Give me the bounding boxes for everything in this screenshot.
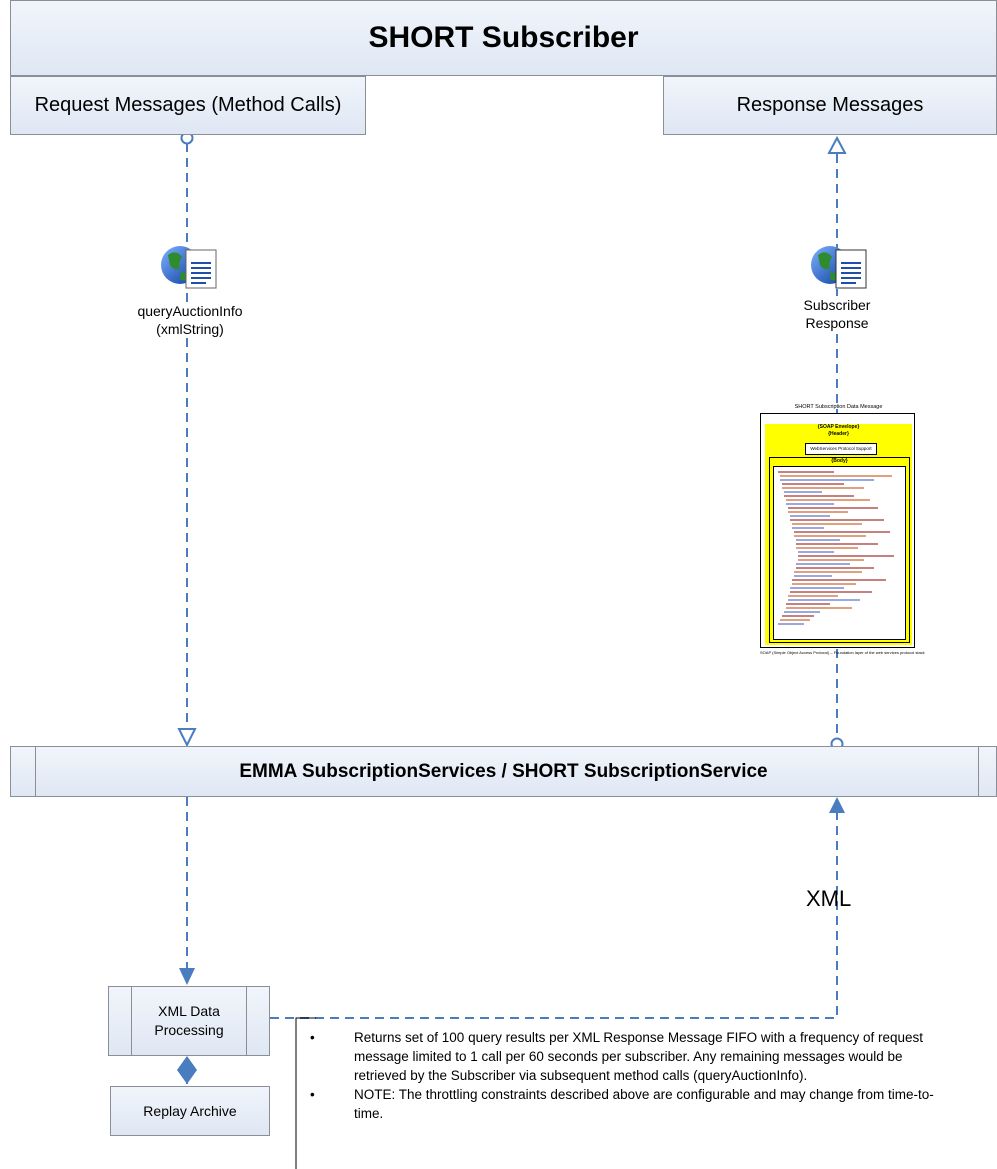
subscription-service-box: EMMA SubscriptionServices / SHORT Subscr… (10, 746, 997, 797)
service-left-bar (35, 747, 36, 796)
soap-caption: SHORT Subscription Data Message (794, 404, 883, 410)
globe-document-icon (161, 246, 217, 289)
soap-body: {Body} (769, 457, 910, 643)
soap-frame: {SOAP Envelope} {Header} WebServices Pro… (760, 413, 915, 648)
soap-body-content (773, 466, 906, 640)
note-item: NOTE: The throttling constraints describ… (310, 1085, 936, 1123)
request-connector-arrow (177, 728, 197, 748)
xml-data-processing-label: XML Data Processing (154, 1003, 224, 1038)
soap-footnote: SOAP (Simple Object Access Protocol) – F… (760, 650, 925, 655)
notes-annotation: Returns set of 100 query results per XML… (296, 1028, 936, 1123)
note-item: Returns set of 100 query results per XML… (310, 1028, 936, 1085)
soap-envelope: {SOAP Envelope} {Header} WebServices Pro… (765, 424, 912, 645)
response-connector-arrow (827, 135, 847, 154)
subscriber-title-box: SHORT Subscriber (10, 0, 997, 76)
archive-arrow-down (177, 1070, 197, 1084)
soap-xml-lines (778, 471, 894, 625)
globe-document-icon (811, 246, 867, 289)
processing-right-bar (246, 987, 247, 1055)
soap-header-content: WebServices Protocol Support (805, 443, 877, 455)
subscription-service-label: EMMA SubscriptionServices / SHORT Subscr… (239, 760, 768, 782)
subscriber-response-label: Subscriber Response (787, 296, 887, 332)
processing-left-bar (131, 987, 132, 1055)
soap-message-thumbnail: SHORT Subscription Data Message {SOAP En… (760, 403, 925, 655)
request-messages-label: Request Messages (Method Calls) (34, 94, 342, 116)
response-messages-label: Response Messages (736, 94, 924, 116)
xml-edge-label: XML (806, 886, 852, 911)
xml-data-processing-box: XML Data Processing (108, 986, 270, 1056)
replay-archive-label: Replay Archive (143, 1103, 237, 1119)
service-right-bar (978, 747, 979, 796)
archive-arrow-up (177, 1056, 197, 1070)
xml-arrow (829, 797, 845, 813)
notes-bracket (295, 1017, 316, 1169)
soap-envelope-label: {SOAP Envelope} (817, 424, 860, 430)
soap-header-label: {Header} (828, 431, 849, 437)
page-title: SHORT Subscriber (368, 21, 639, 54)
query-auction-info-label: queryAuctionInfo (xmlString) (115, 302, 265, 338)
processing-arrow (179, 968, 195, 985)
processing-to-service-connector (270, 812, 838, 1019)
response-messages-box: Response Messages (663, 76, 997, 135)
request-messages-box: Request Messages (Method Calls) (10, 76, 366, 135)
replay-archive-box: Replay Archive (110, 1086, 270, 1136)
soap-body-label: {Body} (831, 458, 848, 464)
